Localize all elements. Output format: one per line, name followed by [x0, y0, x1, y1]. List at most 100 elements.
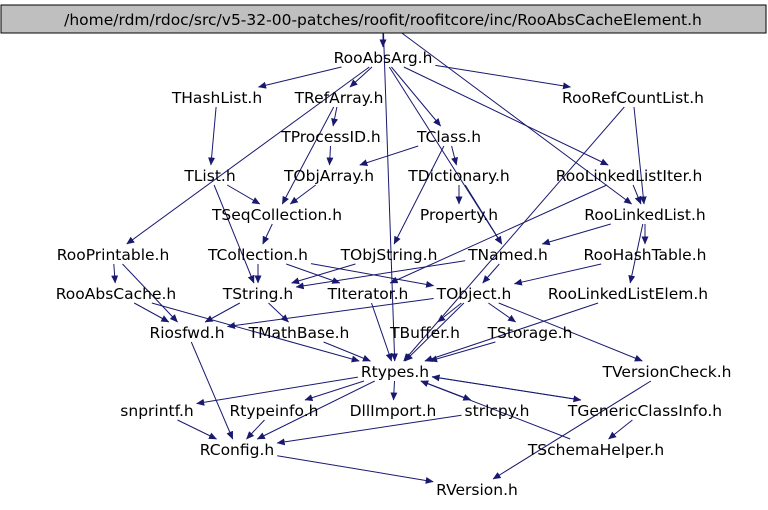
- edge-titerator-to-rtypes: [371, 302, 393, 362]
- root-node[interactable]: /home/rdm/rdoc/src/v5-32-00-patches/roof…: [0, 4, 767, 34]
- node-label-snprintf: snprintf.h: [120, 402, 193, 420]
- node-trefarray[interactable]: TRefArray.h: [294, 89, 384, 107]
- node-tcollection[interactable]: TCollection.h: [207, 246, 308, 264]
- edge-rtypes-to-dllimport: [390, 380, 398, 401]
- edge-roohashtable-to-tobject: [513, 263, 602, 286]
- edge-rooabsarg-to-thashlist: [258, 66, 342, 89]
- node-tseqcollection[interactable]: TSeqCollection.h: [211, 206, 342, 224]
- node-label-strlcpy: strlcpy.h: [465, 402, 530, 420]
- edge-roolinkedlistelem-to-rtypes: [424, 302, 599, 362]
- node-rooprintable[interactable]: RooPrintable.h: [57, 246, 170, 264]
- edge-strlcpy-to-rconfig: [276, 414, 462, 446]
- edge-riosfwd-to-rconfig: [190, 341, 234, 440]
- root-node-box: [0, 4, 767, 34]
- node-label-tprocessid: TProcessID.h: [280, 128, 381, 146]
- node-property[interactable]: Property.h: [420, 206, 498, 224]
- edge-tobject-to-tstorage: [488, 302, 517, 323]
- node-label-tschemahelper: TSchemaHelper.h: [527, 441, 664, 459]
- node-label-tstorage: TStorage.h: [487, 324, 573, 342]
- node-roohashtable[interactable]: RooHashTable.h: [584, 246, 707, 264]
- node-label-tclass: TClass.h: [416, 128, 481, 146]
- edge-layer: [111, 32, 652, 484]
- edge-snprintf-to-rconfig: [177, 419, 217, 440]
- node-rtypeinfo[interactable]: Rtypeinfo.h: [230, 402, 319, 420]
- node-label-tstring: TString.h: [222, 285, 293, 303]
- node-rooabsarg[interactable]: RooAbsArg.h: [334, 49, 433, 67]
- node-tclass[interactable]: TClass.h: [416, 128, 481, 146]
- node-label-rversion: RVersion.h: [436, 481, 518, 499]
- node-tdictionary[interactable]: TDictionary.h: [407, 167, 510, 185]
- node-tmathbase[interactable]: TMathBase.h: [248, 324, 350, 342]
- node-tbuffer[interactable]: TBuffer.h: [389, 324, 460, 342]
- node-rtypes[interactable]: Rtypes.h: [361, 363, 429, 381]
- edge-tobjarray-to-tseqcollection: [289, 184, 316, 205]
- edge-tnamed-to-tstring: [295, 260, 466, 290]
- edge-rtypes-to-rconfig: [256, 380, 375, 440]
- node-label-tobjstring: TObjString.h: [340, 246, 438, 264]
- node-label-tgenericclassinfo: TGenericClassInfo.h: [567, 402, 722, 420]
- node-label-riosfwd: Riosfwd.h: [149, 324, 224, 342]
- edge-tobject-to-rtypes: [404, 302, 465, 362]
- edge-rtypes-to-rtypeinfo: [304, 380, 365, 402]
- node-riosfwd[interactable]: Riosfwd.h: [149, 324, 224, 342]
- edge-root-to-rtypes: [383, 32, 398, 362]
- node-tschemahelper[interactable]: TSchemaHelper.h: [527, 441, 664, 459]
- edge-tcollection-to-tobject: [310, 263, 435, 288]
- node-rooabscache[interactable]: RooAbsCache.h: [56, 285, 177, 303]
- node-strlcpy[interactable]: strlcpy.h: [465, 402, 530, 420]
- node-label-rooabscache: RooAbsCache.h: [56, 285, 177, 303]
- node-tstorage[interactable]: TStorage.h: [487, 324, 573, 342]
- node-label-rooprintable: RooPrintable.h: [57, 246, 170, 264]
- node-label-dllimport: DllImport.h: [350, 402, 437, 420]
- node-thashlist[interactable]: THashList.h: [171, 89, 262, 107]
- node-tnamed[interactable]: TNamed.h: [467, 246, 548, 264]
- node-tstring[interactable]: TString.h: [222, 285, 293, 303]
- edge-rtypes-to-snprintf: [196, 376, 358, 406]
- node-label-tversioncheck: TVersionCheck.h: [602, 363, 732, 381]
- edge-rooabsarg-to-tclass: [391, 66, 441, 127]
- edge-roorefcountlist-to-rtypes: [403, 106, 625, 362]
- node-tobjarray[interactable]: TObjArray.h: [283, 167, 374, 185]
- node-label-tseqcollection: TSeqCollection.h: [211, 206, 342, 224]
- node-label-tdictionary: TDictionary.h: [407, 167, 510, 185]
- node-label-rtypes: Rtypes.h: [361, 363, 429, 381]
- edge-rooprintable-to-riosfwd: [122, 263, 178, 323]
- node-tlist[interactable]: TList.h: [183, 167, 235, 185]
- node-snprintf[interactable]: snprintf.h: [120, 402, 193, 420]
- node-rconfig[interactable]: RConfig.h: [200, 441, 274, 459]
- node-rversion[interactable]: RVersion.h: [436, 481, 518, 499]
- node-dllimport[interactable]: DllImport.h: [350, 402, 437, 420]
- node-label-rconfig: RConfig.h: [200, 441, 274, 459]
- edge-rooabsarg-to-roolinkedlistiter: [403, 66, 609, 166]
- node-tobjstring[interactable]: TObjString.h: [340, 246, 438, 264]
- edge-tschemahelper-to-rtypes: [420, 380, 571, 440]
- node-label-rooabsarg: RooAbsArg.h: [334, 49, 433, 67]
- edge-tmathbase-to-rtypes: [323, 341, 371, 362]
- node-tprocessid[interactable]: TProcessID.h: [280, 128, 381, 146]
- edge-tdictionary-to-tnamed: [464, 184, 503, 245]
- edge-tobject-to-tbuffer: [437, 302, 462, 323]
- edge-rooabscache-to-riosfwd: [133, 302, 170, 323]
- edge-rooabsarg-to-trefarray: [349, 66, 373, 88]
- node-tversioncheck[interactable]: TVersionCheck.h: [602, 363, 732, 381]
- edge-tlist-to-tseqcollection: [226, 184, 261, 205]
- node-label-trefarray: TRefArray.h: [294, 89, 384, 107]
- node-tgenericclassinfo[interactable]: TGenericClassInfo.h: [567, 402, 722, 420]
- node-roolinkedlist[interactable]: RooLinkedList.h: [584, 206, 705, 224]
- node-roorefcountlist[interactable]: RooRefCountList.h: [562, 89, 704, 107]
- edge-tobject-to-tversioncheck: [498, 302, 643, 362]
- node-tobject[interactable]: TObject.h: [436, 285, 512, 303]
- edge-root-to-roolinkedlist: [401, 32, 633, 205]
- edge-tnamed-to-tobject: [482, 263, 500, 284]
- edge-trefarray-to-tseqcollection: [281, 106, 335, 205]
- edge-roorefcountlist-to-roolinkedlist: [633, 106, 647, 205]
- edge-thashlist-to-tlist: [208, 106, 217, 166]
- node-titerator[interactable]: TIterator.h: [327, 285, 409, 303]
- edge-roolinkedlistiter-to-roolinkedlist: [632, 184, 642, 205]
- node-roolinkedlistelem[interactable]: RooLinkedListElem.h: [548, 285, 708, 303]
- node-label-tobject: TObject.h: [436, 285, 512, 303]
- node-label-tobjarray: TObjArray.h: [283, 167, 374, 185]
- edge-tseqcollection-to-tcollection: [262, 223, 273, 245]
- node-roolinkedlistiter[interactable]: RooLinkedListIter.h: [556, 167, 703, 185]
